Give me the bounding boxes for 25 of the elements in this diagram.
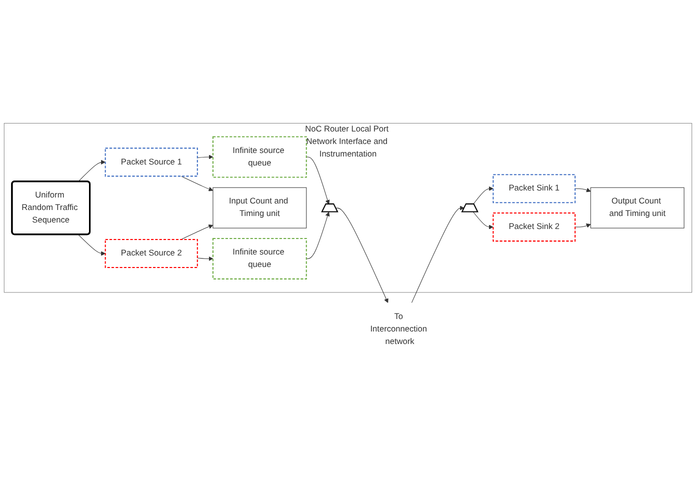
- node-trapezoid: [321, 203, 338, 212]
- arrow: [411, 206, 464, 304]
- node-box: Packet Source 1: [104, 148, 198, 177]
- arrow: [574, 224, 591, 228]
- node-box: Packet Sink 2: [492, 212, 576, 242]
- arrow: [336, 208, 388, 304]
- arrow: [473, 212, 494, 230]
- arrow: [574, 188, 591, 192]
- node-box: Packet Source 2: [104, 238, 198, 268]
- arrow: [306, 156, 330, 204]
- arrow: [78, 234, 106, 256]
- node-box: Infinite source queue: [212, 136, 307, 178]
- arrow: [78, 160, 106, 182]
- arrow: [473, 186, 494, 204]
- node-box: Packet Sink 1: [492, 174, 576, 204]
- node-box: Input Count and Timing unit: [212, 187, 307, 228]
- node-box: Infinite source queue: [212, 238, 307, 280]
- arrow: [197, 154, 214, 160]
- arrow: [180, 176, 214, 192]
- arrow: [180, 224, 214, 240]
- node-box: Output Count and Timing unit: [590, 187, 684, 228]
- arrow: [197, 256, 214, 261]
- node-text: To Interconnection network: [370, 312, 428, 346]
- arrow: [306, 212, 330, 259]
- node-trapezoid: [461, 203, 478, 212]
